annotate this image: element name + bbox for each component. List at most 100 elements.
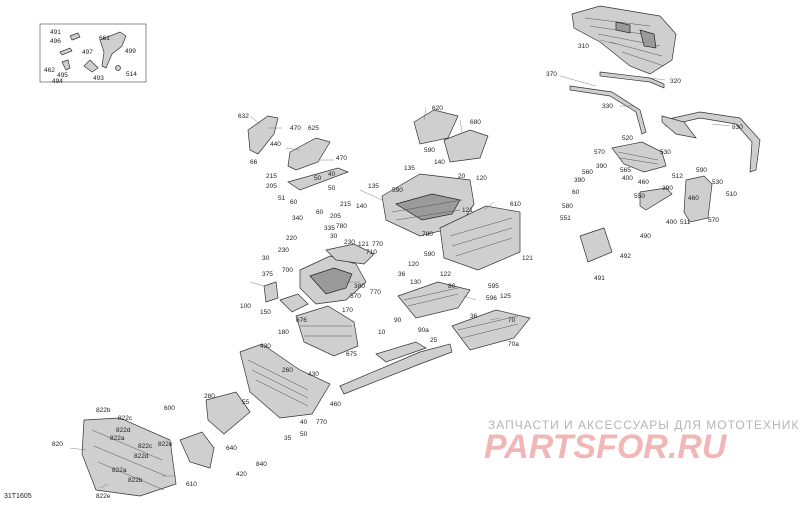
callout-label: 770 xyxy=(372,241,383,248)
watermark-logo: PARTSFOR.RU xyxy=(484,428,728,464)
callout-label: 565 xyxy=(620,167,631,174)
callout-label: 205 xyxy=(330,213,341,220)
callout-label: 822d xyxy=(134,453,149,460)
callout-label: 491 xyxy=(594,275,605,282)
callout-label: 492 xyxy=(620,253,631,260)
callout-label: 70a xyxy=(508,341,519,348)
callout-label: 122 xyxy=(440,271,451,278)
callout-label: 36 xyxy=(470,313,478,320)
callout-label: 280 xyxy=(204,393,215,400)
callout-label: 30 xyxy=(262,255,270,262)
callout-label: 661 xyxy=(99,35,110,42)
callout-label: 710 xyxy=(366,249,377,256)
rack-rods-drawing xyxy=(569,71,761,173)
callout-label: 822c xyxy=(138,443,153,450)
callout-label: 494 xyxy=(52,78,63,85)
callout-label: 495 xyxy=(57,72,68,79)
callout-label: 260 xyxy=(282,367,293,374)
callout-label: 320 xyxy=(670,78,681,85)
callout-label: 460 xyxy=(638,179,649,186)
callout-label: 514 xyxy=(126,71,137,78)
callout-label: 770 xyxy=(316,419,327,426)
callout-label: 499 xyxy=(125,48,136,55)
callout-label: 780 xyxy=(336,223,347,230)
callout-label: 10 xyxy=(378,329,386,336)
callout-label: 680 xyxy=(470,119,481,126)
callout-label: 780 xyxy=(422,231,433,238)
callout-label: 430 xyxy=(308,371,319,378)
callout-label: 460 xyxy=(330,401,341,408)
callout-label: 840 xyxy=(256,461,267,468)
fender-left-drawing xyxy=(247,115,349,191)
right-bracket-drawing xyxy=(579,141,713,263)
watermark-tagline: ЗАПЧАСТИ И АКСЕССУАРЫ ДЛЯ МОТОТЕХНИКИ xyxy=(488,418,800,432)
callout-label: 520 xyxy=(622,135,633,142)
callout-label: 50 xyxy=(314,175,322,182)
callout-label: 100 xyxy=(240,303,251,310)
callout-label: 135 xyxy=(404,165,415,172)
callout-label: 70 xyxy=(508,317,516,324)
callout-label: 140 xyxy=(434,159,445,166)
callout-label: 215 xyxy=(266,173,277,180)
callout-label: 335 xyxy=(324,225,335,232)
callout-label: 822e xyxy=(158,441,173,448)
callout-label: 340 xyxy=(292,215,303,222)
callout-label: 121 xyxy=(358,241,369,248)
callout-label: 512 xyxy=(672,173,683,180)
callout-label: 140 xyxy=(356,203,367,210)
callout-label: 590 xyxy=(696,167,707,174)
callout-label: 205 xyxy=(266,183,277,190)
callout-label: 150 xyxy=(260,309,271,316)
callout-label: 530 xyxy=(712,179,723,186)
callout-label: 590 xyxy=(424,251,435,258)
callout-label: 60 xyxy=(572,189,580,196)
callout-label: 310 xyxy=(578,43,589,50)
callout-label: 770 xyxy=(370,289,381,296)
callout-label: 600 xyxy=(164,405,175,412)
callout-label: 550 xyxy=(634,193,645,200)
front-body-drawing xyxy=(81,343,331,497)
callout-label: 90a xyxy=(418,327,429,334)
callout-label: 400 xyxy=(622,175,633,182)
callout-label: 121 xyxy=(462,207,473,214)
callout-label: 620 xyxy=(432,105,443,112)
callout-label: 120 xyxy=(408,261,419,268)
callout-label: 595 xyxy=(488,283,499,290)
callout-label: 820 xyxy=(52,441,63,448)
callout-label: 375 xyxy=(262,271,273,278)
callout-label: 822d xyxy=(116,427,131,434)
drawing-id: 31T1605 xyxy=(4,493,32,500)
callout-label: 390 xyxy=(574,177,585,184)
callout-label: 822c xyxy=(118,415,133,422)
callout-label: 510 xyxy=(726,191,737,198)
callout-label: 220 xyxy=(286,235,297,242)
callout-label: 580 xyxy=(562,203,573,210)
callout-label: 40 xyxy=(300,419,308,426)
callout-label: 230 xyxy=(344,239,355,246)
footrest-drawing xyxy=(339,281,531,395)
callout-label: 50 xyxy=(328,185,336,192)
callout-label: 25 xyxy=(430,337,438,344)
callout-label: 551 xyxy=(560,215,571,222)
callout-label: 570 xyxy=(594,149,605,156)
callout-label: 60 xyxy=(290,199,298,206)
callout-label: 55 xyxy=(242,399,250,406)
callout-label: 330 xyxy=(602,103,613,110)
callout-label: 822e xyxy=(96,493,111,500)
callout-label: 460 xyxy=(688,195,699,202)
callout-label: 121 xyxy=(522,255,533,262)
callout-label: 497 xyxy=(82,49,93,56)
callout-label: 570 xyxy=(350,293,361,300)
callout-label: 430 xyxy=(260,343,271,350)
callout-label: 130 xyxy=(410,279,421,286)
callout-label: 632 xyxy=(238,113,249,120)
callout-label: 215 xyxy=(340,201,351,208)
callout-label: 675 xyxy=(346,351,357,358)
callout-label: 80 xyxy=(448,283,456,290)
small-parts-inset xyxy=(39,23,147,83)
callout-label: 570 xyxy=(708,217,719,224)
callout-label: 35 xyxy=(284,435,292,442)
callout-label: 560 xyxy=(582,169,593,176)
callout-label: 625 xyxy=(308,125,319,132)
callout-label: 822b xyxy=(96,407,111,414)
